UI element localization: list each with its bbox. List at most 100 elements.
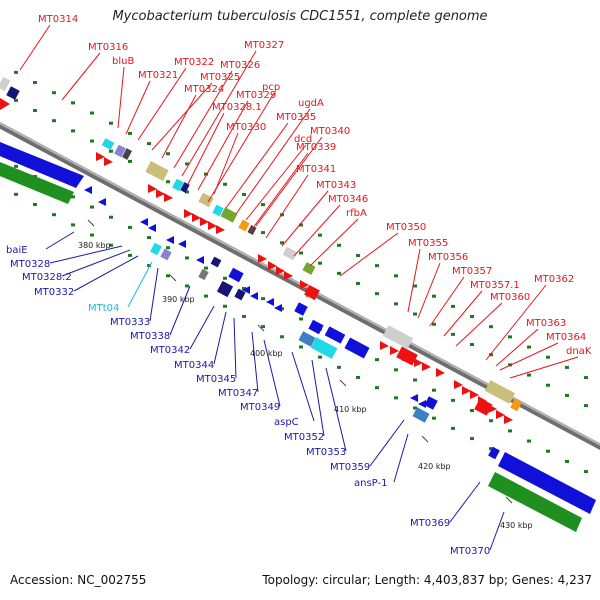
forward-gene-arrow bbox=[148, 184, 157, 193]
blue-ring-bar-left bbox=[0, 142, 84, 188]
forward-gene-arrow bbox=[164, 193, 173, 202]
gene-label-rfbA: rfbA bbox=[346, 208, 367, 219]
gene-label-MT0346: MT0346 bbox=[328, 194, 368, 205]
map-title: Mycobacterium tuberculosis CDC1551, comp… bbox=[112, 9, 488, 24]
gene-label-MT0335: MT0335 bbox=[276, 112, 316, 123]
tick-marks bbox=[87, 219, 513, 504]
reverse-gene-arrow bbox=[140, 218, 148, 226]
track-dot bbox=[432, 294, 436, 298]
track-dot bbox=[147, 142, 151, 146]
forward-gene-arrow bbox=[390, 346, 399, 355]
track-dot bbox=[451, 332, 455, 336]
track-dot bbox=[71, 129, 75, 133]
leader-line bbox=[151, 82, 213, 151]
forward-gene-arrow bbox=[436, 368, 445, 377]
genome-summary-text: Topology: circular; Length: 4,403,837 bp… bbox=[262, 573, 592, 587]
reverse-gene-arrow bbox=[148, 224, 156, 232]
track-dot bbox=[527, 373, 531, 377]
track-dot bbox=[261, 325, 265, 329]
leader-line bbox=[417, 262, 441, 319]
track-dot bbox=[128, 253, 132, 257]
track-dot bbox=[166, 180, 170, 184]
gene-label-MT0349: MT0349 bbox=[240, 402, 280, 413]
gene-block bbox=[298, 331, 316, 347]
leader-line bbox=[293, 204, 341, 257]
track-dot bbox=[242, 314, 246, 318]
gene-label-MT0328.1: MT0328.1 bbox=[212, 102, 262, 113]
track-dot bbox=[489, 419, 493, 423]
reverse-gene-arrow bbox=[250, 292, 258, 300]
gene-label-bluB: bluB bbox=[112, 56, 134, 67]
leader-lines bbox=[19, 24, 579, 551]
forward-gene-arrow bbox=[422, 362, 431, 371]
track-dot bbox=[261, 231, 265, 235]
forward-gene-arrow bbox=[208, 221, 217, 230]
leader-line bbox=[213, 132, 239, 195]
track-dot bbox=[299, 251, 303, 255]
leader-line bbox=[255, 136, 323, 227]
leader-line bbox=[263, 339, 281, 407]
gene-label-MT0327: MT0327 bbox=[244, 40, 284, 51]
gene-label-baiE: baiE bbox=[6, 245, 28, 256]
gene-label-MT0328.2: MT0328.2 bbox=[22, 272, 72, 283]
reverse-gene-arrow bbox=[274, 304, 282, 312]
leader-line bbox=[235, 108, 311, 215]
gene-block bbox=[484, 380, 516, 404]
gene-block bbox=[510, 398, 522, 412]
leader-line bbox=[449, 481, 481, 523]
track-dot bbox=[565, 365, 569, 369]
track-dot bbox=[280, 335, 284, 339]
track-dot bbox=[204, 294, 208, 298]
track-dot bbox=[375, 386, 379, 390]
track-dot bbox=[318, 233, 322, 237]
track-dot bbox=[318, 261, 322, 265]
gene-label-MT0329: MT0329 bbox=[236, 90, 276, 101]
gene-block bbox=[238, 219, 250, 232]
tick-mark bbox=[169, 274, 177, 282]
track-dot bbox=[337, 271, 341, 275]
track-dot bbox=[451, 398, 455, 402]
gene-label-MT0321: MT0321 bbox=[138, 70, 178, 81]
gene-label-aspC: aspC bbox=[274, 417, 299, 428]
leader-line bbox=[225, 122, 289, 209]
trna-block bbox=[101, 138, 115, 150]
leader-line bbox=[429, 276, 465, 327]
track-dot bbox=[90, 111, 94, 115]
gene-label-MT0332: MT0332 bbox=[34, 287, 74, 298]
track-dot bbox=[14, 192, 18, 196]
reverse-gene-arrow bbox=[84, 186, 92, 194]
track-dot bbox=[470, 409, 474, 413]
leader-line bbox=[495, 328, 539, 367]
track-dot bbox=[413, 284, 417, 288]
gene-block bbox=[282, 246, 298, 261]
leader-line bbox=[149, 267, 159, 322]
leader-line bbox=[249, 152, 309, 233]
gene-label-MT0324: MT0324 bbox=[184, 84, 224, 95]
gene-block bbox=[324, 326, 346, 344]
accession-text: Accession: NC_002755 bbox=[10, 573, 147, 587]
gene-label-MT0339: MT0339 bbox=[296, 142, 336, 153]
leader-line bbox=[49, 245, 123, 264]
reverse-gene-arrow bbox=[166, 236, 174, 244]
track-dot bbox=[394, 396, 398, 400]
forward-gene-arrow bbox=[268, 261, 277, 270]
track-dot bbox=[527, 439, 531, 443]
leader-line bbox=[233, 317, 237, 379]
leader-line bbox=[489, 511, 505, 551]
reverse-gene-arrow bbox=[98, 198, 106, 206]
gene-block bbox=[220, 207, 238, 223]
track-dot bbox=[584, 404, 588, 408]
track-dot bbox=[565, 459, 569, 463]
tick-label: 410 kbp bbox=[334, 405, 367, 414]
leader-line bbox=[393, 433, 409, 483]
tick-label: 390 kbp bbox=[162, 295, 195, 304]
leader-line bbox=[127, 261, 153, 308]
track-dot bbox=[299, 223, 303, 227]
tick-mark bbox=[257, 324, 265, 332]
leader-line bbox=[325, 367, 347, 452]
gene-label-MT0340: MT0340 bbox=[310, 126, 350, 137]
track-dot bbox=[584, 376, 588, 380]
gene-label-MT0341: MT0341 bbox=[296, 164, 336, 175]
leader-line bbox=[161, 94, 197, 159]
grey-top-left bbox=[0, 76, 11, 92]
